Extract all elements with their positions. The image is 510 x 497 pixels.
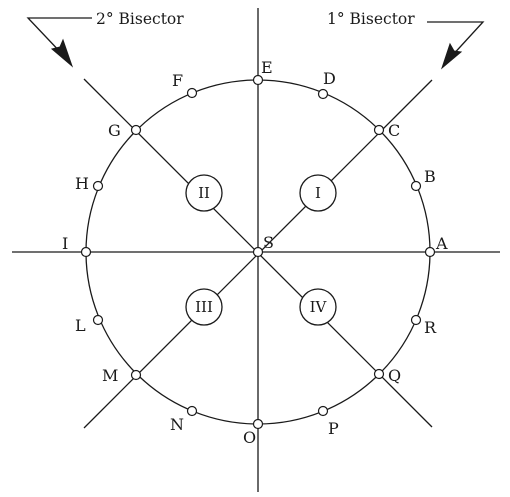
second-bisector-pointer [26, 17, 92, 57]
point-marker-q [373, 368, 385, 380]
quadrant-label-iii: III [195, 298, 213, 316]
point-label-r: R [424, 318, 437, 337]
point-label-o: O [243, 428, 256, 447]
point-label-c: C [388, 121, 400, 140]
first-bisector-label: 1° Bisector [327, 10, 415, 28]
point-label-e: E [261, 58, 273, 77]
point-marker-m [130, 369, 142, 381]
point-label-d: D [323, 69, 336, 88]
point-marker-h [92, 180, 104, 192]
point-label-a: A [435, 234, 448, 253]
point-label-m: M [102, 366, 118, 385]
quadrant-badge-ii: II [185, 174, 223, 212]
quadrant-label-ii: II [198, 184, 210, 202]
point-marker-e [252, 74, 264, 86]
point-marker-g [130, 124, 142, 136]
quadrant-label-i: I [315, 184, 321, 202]
first-bisector-pointer [427, 21, 485, 59]
first-bisector-arrowhead [440, 42, 463, 70]
point-marker-i [80, 246, 92, 258]
point-marker-c [373, 124, 385, 136]
point-marker-n [186, 405, 198, 417]
point-marker-o [252, 418, 264, 430]
second-bisector-arrowhead [50, 38, 74, 68]
point-label-l: L [75, 316, 86, 335]
point-label-n: N [170, 415, 184, 434]
point-label-g: G [108, 121, 121, 140]
center-label: S [263, 233, 274, 252]
center-marker [252, 246, 264, 258]
point-marker-a [424, 246, 436, 258]
point-marker-f [186, 87, 198, 99]
point-marker-d [317, 88, 329, 100]
quadrant-badge-i: I [299, 174, 337, 212]
point-marker-b [410, 180, 422, 192]
quadrant-label-iv: IV [310, 298, 328, 316]
point-label-h: H [75, 174, 89, 193]
point-label-b: B [424, 167, 436, 186]
point-marker-r [410, 314, 422, 326]
quadrant-badge-iv: IV [299, 288, 337, 326]
point-label-q: Q [388, 366, 401, 385]
quadrant-badge-iii: III [185, 288, 223, 326]
second-bisector-label: 2° Bisector [96, 10, 184, 28]
point-label-f: F [172, 71, 183, 90]
point-marker-l [92, 314, 104, 326]
point-label-i: I [62, 234, 68, 253]
point-label-p: P [328, 419, 339, 438]
point-marker-p [317, 405, 329, 417]
